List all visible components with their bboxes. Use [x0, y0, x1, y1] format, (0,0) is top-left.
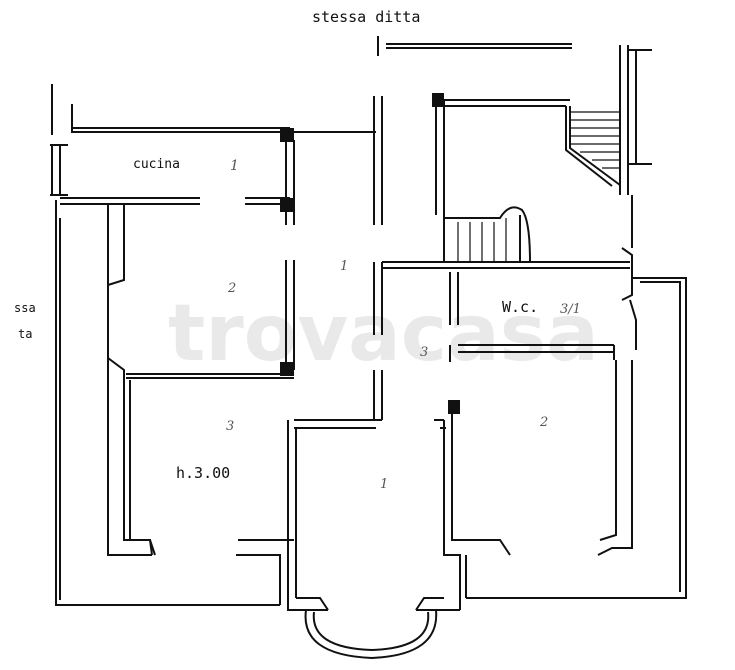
label-left-neighbor-1: ssa: [14, 301, 36, 315]
label-wc: W.c.: [502, 298, 538, 316]
label-corridor: 3: [420, 345, 428, 360]
pillars: [280, 93, 460, 414]
label-kitchen-num: 1: [230, 158, 239, 174]
label-wc-num: 3/1: [560, 302, 581, 317]
staircase: [457, 111, 620, 262]
label-room-center: 1: [380, 477, 388, 492]
label-height: h.3.00: [176, 464, 230, 482]
label-left-neighbor-2: ta: [18, 327, 32, 341]
label-hall: 1: [340, 259, 348, 274]
label-room-bottom-left: 3: [226, 419, 234, 434]
label-kitchen: cucina: [133, 157, 180, 172]
label-top-neighbor: stessa ditta: [312, 8, 420, 26]
watermark: trovacasa: [168, 289, 599, 379]
label-room-right: 2: [539, 415, 548, 430]
label-room-left: 2: [227, 281, 236, 296]
